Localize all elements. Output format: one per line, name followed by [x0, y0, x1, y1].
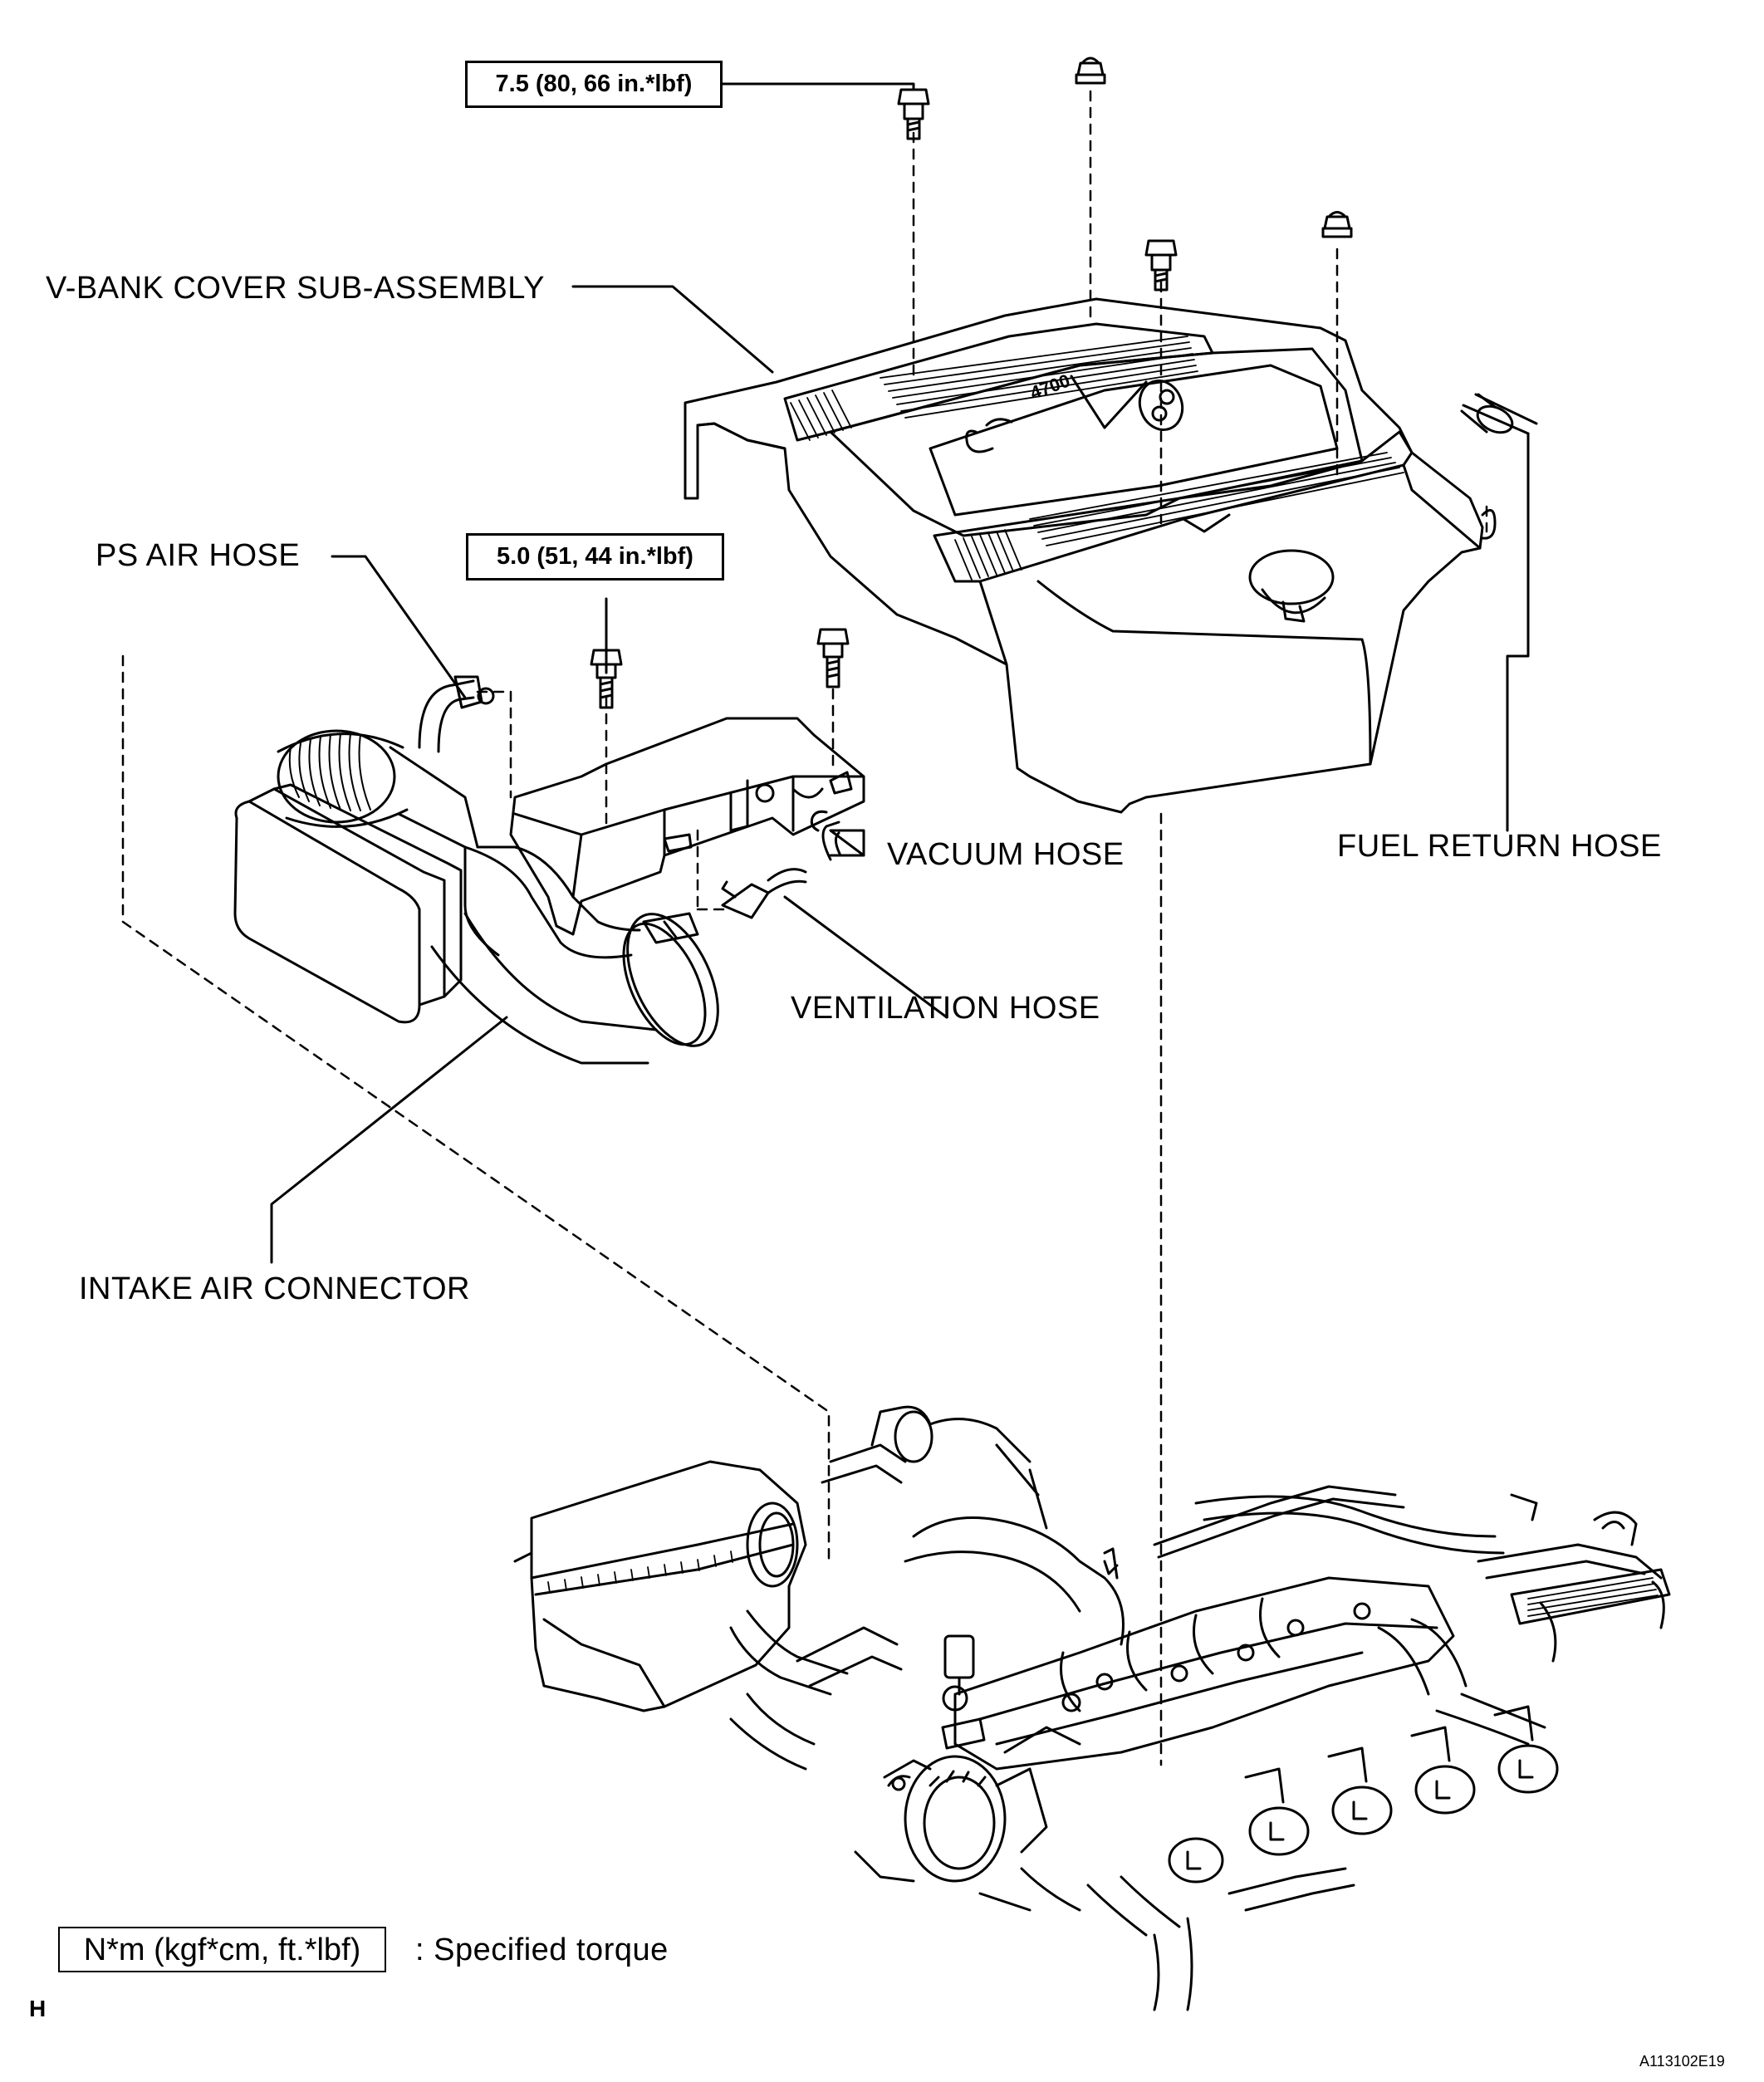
figure-code: A113102E19	[1639, 2053, 1725, 2070]
label-v-bank-cover: V-BANK COVER SUB-ASSEMBLY	[46, 271, 545, 306]
alignment-dashed-lines	[121, 90, 1488, 1766]
corner-letter: H	[29, 1996, 47, 2021]
vacuum-hose	[810, 810, 842, 861]
v8-logo	[965, 375, 1184, 453]
bolt-connector-right	[816, 628, 850, 688]
v-bank-cover	[684, 297, 1497, 814]
leader-lines	[270, 82, 1530, 1264]
bolt-cover-left	[897, 88, 930, 140]
bolt-cover-middle	[1144, 239, 1178, 291]
nut-cover-right	[1321, 211, 1353, 238]
torque-unit-legend-box: N*m (kgf*cm, ft.*lbf)	[58, 1927, 386, 1972]
torque-legend-description: : Specified torque	[415, 1933, 669, 1967]
ignition-coils	[1168, 1705, 1559, 1884]
cover-bolt-torque: 7.5 (80, 66 in.*lbf)	[465, 61, 723, 108]
label-intake-air-connector: INTAKE AIR CONNECTOR	[79, 1271, 470, 1306]
intake-air-connector	[233, 717, 865, 1065]
ps-air-hose	[418, 675, 495, 753]
engine-assembly	[513, 1405, 1671, 2011]
ventilation-hose	[721, 868, 807, 919]
label-ventilation-hose: VENTILATION HOSE	[791, 991, 1100, 1026]
label-ps-air-hose: PS AIR HOSE	[96, 538, 301, 573]
fuel-return-hose	[1460, 393, 1538, 435]
label-fuel-return-hose: FUEL RETURN HOSE	[1337, 829, 1662, 864]
label-vacuum-hose: VACUUM HOSE	[887, 837, 1125, 872]
connector-bolt-torque: 5.0 (51, 44 in.*lbf)	[466, 533, 724, 581]
bolt-connector-left	[590, 649, 623, 709]
nut-cover-top	[1075, 56, 1106, 85]
